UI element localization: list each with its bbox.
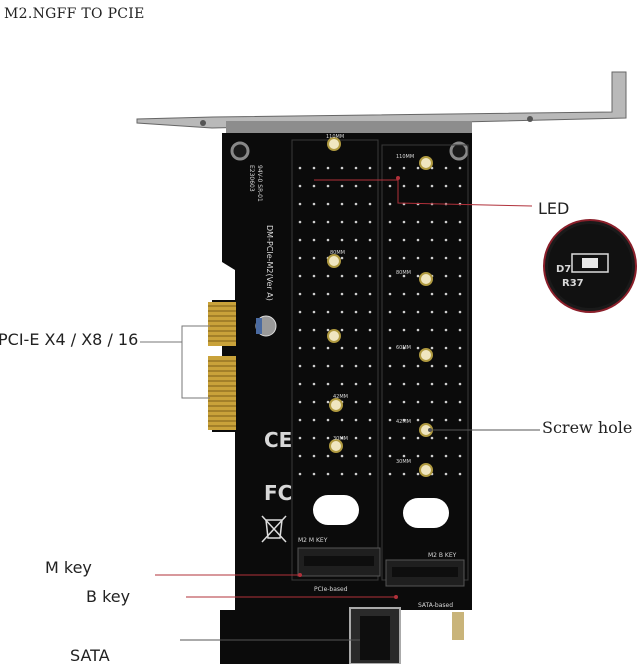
len-80-m: 80MM (330, 250, 345, 256)
len-30-m: 30MM (333, 436, 348, 442)
len-60-b: 60MM (396, 345, 411, 351)
slot-m-label: M2 M KEY (298, 537, 328, 544)
len-110-m: 110MM (326, 134, 344, 140)
len-80-b: 80MM (396, 270, 411, 276)
solder-dot-grid (298, 166, 462, 476)
len-110-b: 110MM (396, 154, 414, 160)
m2-connectors (297, 547, 465, 587)
leader-lines (140, 176, 540, 641)
part-number-text: DM-PCIe-M2(Ver A) (265, 225, 274, 301)
led-zoom-inset: D7 R37 (543, 219, 637, 313)
led-label: LED (538, 199, 570, 218)
metal-bracket (136, 71, 627, 135)
board-mount-holes (230, 141, 469, 161)
m-key-label: M key (45, 558, 92, 577)
diagram-title: M2.NGFF TO PCIE (4, 6, 145, 22)
pcie-based-label: PCIe-based (314, 586, 348, 593)
board-silkscreen: DM-PCIe-M2(Ver A) E230603 94V-0 SR-01 CE… (248, 134, 457, 609)
screw-hole-label: Screw hole (542, 418, 633, 437)
sata-connector (349, 607, 464, 664)
sata-label: SATA (70, 646, 110, 665)
slot-cutouts (313, 495, 449, 528)
weee-bin-icon (261, 515, 287, 543)
b-key-label: B key (86, 587, 131, 606)
ce-mark: CE (264, 428, 292, 452)
pcie-gold-fingers (208, 302, 236, 430)
inset-label-b: R37 (562, 278, 584, 289)
standoff-holes (327, 137, 433, 477)
cert-text-a: E230603 (248, 165, 255, 192)
sata-based-label: SATA-based (418, 602, 453, 609)
pcie-bracket-line (181, 325, 210, 399)
len-42-m: 42MM (333, 394, 348, 400)
capacitor (255, 315, 277, 337)
len-30-b: 30MM (396, 459, 411, 465)
led-leader (314, 179, 533, 207)
slot-b-label: M2 B KEY (428, 552, 457, 559)
cert-text-b: 94V-0 SR-01 (256, 165, 263, 202)
fc-mark: FC (264, 481, 292, 505)
len-42-b: 42MM (396, 419, 411, 425)
inset-label-a: D7 (556, 264, 571, 275)
pcie-label: PCI-E X4 / X8 / 16 (0, 330, 139, 349)
